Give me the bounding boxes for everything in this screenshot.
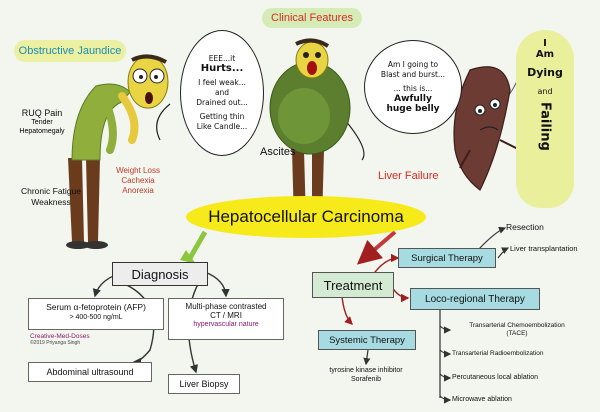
locoregional-therapy-label: Loco-regional Therapy: [425, 293, 525, 305]
tki-label: tyrosine kinase inhibitor Sorafenib: [318, 366, 414, 384]
liver-figure: [453, 66, 521, 191]
systemic-therapy-box: Systemic Therapy: [318, 330, 416, 350]
speech-bubble-jaundice: EEE...it Hurts... I feel weak... and Dra…: [180, 30, 264, 156]
bubble2-line1: Am I going to: [387, 60, 439, 69]
main-title: Hepatocellular Carcinoma: [208, 207, 404, 226]
ultrasound-box: Abdominal ultrasound: [28, 362, 152, 382]
tace-line1: Transarterial Chemoembolization: [469, 322, 565, 329]
dying-word3: Dying: [527, 66, 563, 79]
bubble1-line3: I feel weak...: [198, 78, 246, 87]
ultrasound-label: Abdominal ultrasound: [46, 367, 134, 377]
tare-label: Transarterial Radioembolization: [452, 350, 544, 357]
bubble1-line4: and: [214, 88, 230, 97]
imaging-line2: CT / MRI: [210, 311, 242, 320]
main-title-oval: Hepatocellular Carcinoma: [186, 196, 426, 238]
microwave-label: Microwave ablation: [452, 396, 512, 403]
ruq-pain-title: RUQ Pain: [21, 108, 63, 118]
biopsy-label: Liver Biopsy: [179, 379, 229, 389]
afp-title: Serum α-fetoprotein (AFP): [46, 302, 146, 312]
resection-label: Resection: [506, 222, 544, 232]
transplant-label: Liver transplantation: [510, 244, 578, 253]
bubble1-line6: Getting thin: [199, 112, 245, 121]
ruq-pain-sub1: Tender: [31, 119, 53, 126]
afp-box: Serum α-fetoprotein (AFP) > 400-500 ng/m…: [28, 298, 164, 330]
dying-word5: Failing: [537, 102, 553, 151]
surgical-therapy-box: Surgical Therapy: [398, 248, 496, 268]
ruq-pain-block: RUQ Pain Tender Hepatomegaly: [12, 108, 72, 136]
surgical-therapy-label: Surgical Therapy: [411, 252, 483, 264]
chronic-fatigue-line2: Weakness: [31, 197, 71, 207]
ascites-label: Ascites: [260, 146, 296, 158]
bubble1-line1: EEE...it: [208, 54, 236, 63]
weight-loss-line2: Cachexia: [121, 176, 155, 185]
bubble2-line4: Awfully: [394, 94, 432, 104]
clinical-features-text: Clinical Features: [271, 12, 353, 24]
ablation-label: Percutaneous local ablation: [452, 374, 539, 381]
tki-line2: Sorafenib: [351, 376, 381, 383]
clinical-features-label: Clinical Features: [262, 8, 362, 28]
arrowhead-diagnosis: [180, 250, 196, 264]
dying-word1: I: [543, 38, 547, 49]
dying-word4: and: [537, 87, 553, 96]
bubble2-line5: huge belly: [386, 104, 440, 114]
imaging-box: Multi-phase contrasted CT / MRI hypervas…: [168, 298, 284, 340]
dying-speech-shape: I Am Dying and Failing: [516, 30, 574, 208]
tace-label: Transarterial Chemoembolization (TACE): [452, 322, 582, 338]
biopsy-box: Liver Biopsy: [168, 374, 240, 394]
imaging-line1: Multi-phase contrasted: [185, 302, 267, 311]
treatment-box: Treatment: [312, 272, 394, 298]
weight-loss-line1: Weight Loss: [116, 166, 160, 175]
diagnosis-title: Diagnosis: [131, 266, 189, 282]
obstructive-jaundice-text: Obstructive Jaundice: [18, 45, 122, 57]
speech-bubble-ascites: Am I going to Blast and burst... ... thi…: [364, 40, 462, 134]
obstructive-jaundice-label: Obstructive Jaundice: [14, 40, 126, 62]
afp-value: > 400-500 ng/mL: [69, 314, 123, 321]
bubble1-line5: Drained out...: [196, 98, 248, 107]
dying-word2: Am: [535, 49, 555, 60]
credit-line1: Creative-Med-Doses: [30, 333, 90, 340]
tki-line1: tyrosine kinase inhibitor: [329, 367, 403, 374]
arrow-to-diagnosis: [187, 230, 208, 260]
bubble1-line7: Like Candle...: [196, 122, 248, 131]
liver-failure-label: Liver Failure: [378, 170, 439, 182]
treatment-title: Treatment: [323, 277, 383, 293]
weight-loss-line3: Anorexia: [122, 186, 154, 195]
tace-line2: (TACE): [506, 330, 528, 337]
jaundice-man-figure: [66, 54, 169, 249]
weight-loss-block: Weight Loss Cachexia Anorexia: [108, 166, 168, 196]
systemic-therapy-label: Systemic Therapy: [329, 334, 405, 346]
chronic-fatigue-block: Chronic Fatigue Weakness: [14, 186, 88, 208]
chronic-fatigue-line1: Chronic Fatigue: [20, 186, 81, 196]
ruq-pain-sub2: Hepatomegaly: [19, 128, 65, 135]
locoregional-therapy-box: Loco-regional Therapy: [410, 288, 540, 310]
arrow-to-treatment: [356, 230, 397, 265]
bubble1-line2: Hurts...: [200, 63, 244, 74]
imaging-line3: hypervascular nature: [193, 321, 259, 328]
credit-block: Creative-Med-Doses ©2019 Priyanga Singh: [30, 333, 90, 346]
bubble2-line3: ... this is...: [393, 84, 433, 93]
bubble2-line2: Blast and burst...: [380, 70, 446, 79]
diagnosis-box: Diagnosis: [112, 262, 208, 286]
credit-line2: ©2019 Priyanga Singh: [30, 340, 81, 346]
